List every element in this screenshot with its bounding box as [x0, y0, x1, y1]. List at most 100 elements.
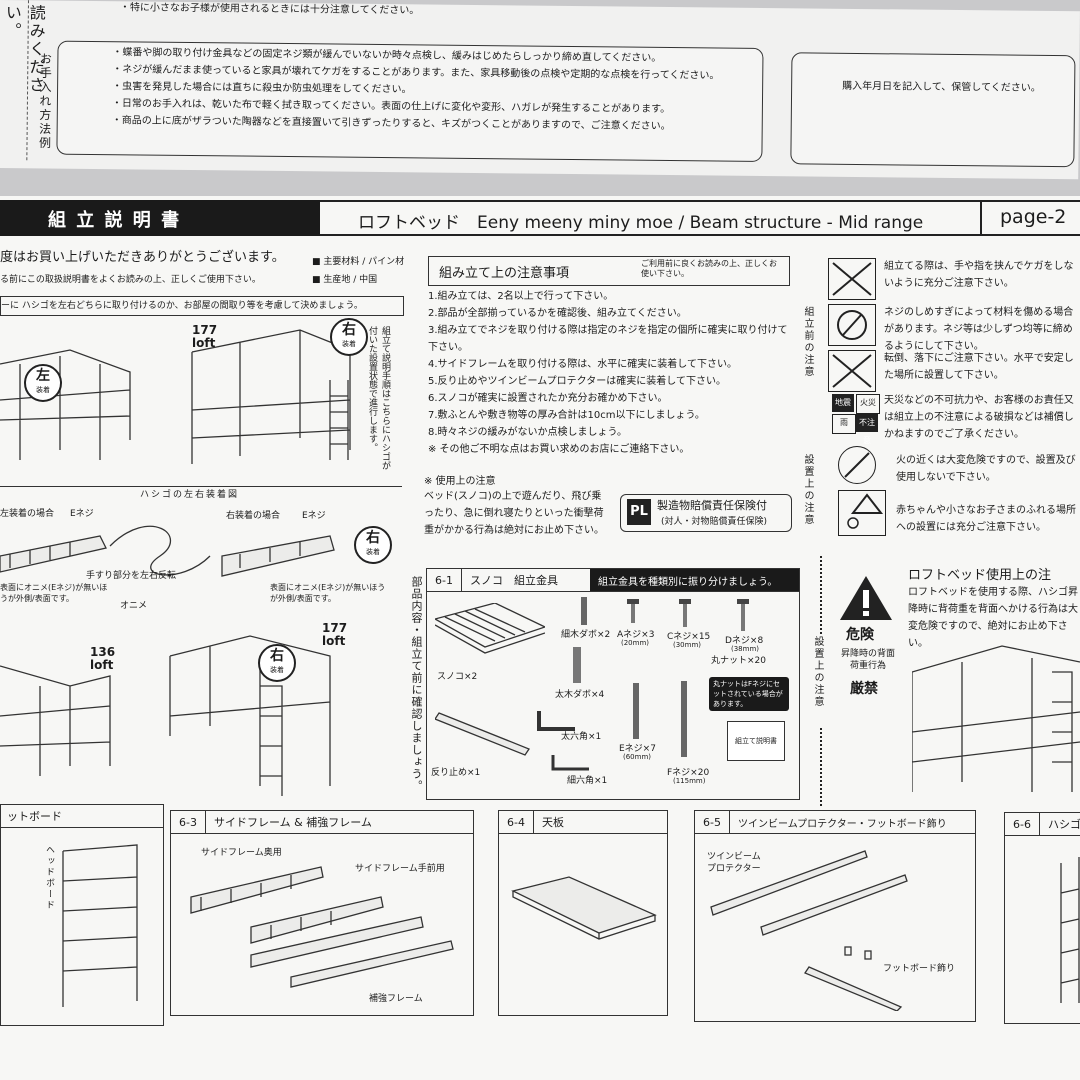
right-case-label: 右装着の場合	[226, 511, 281, 521]
e-screw-label-right: Eネジ	[302, 511, 326, 521]
warning-6: 赤ちゃんや小さなお子さまのふれる場所への設置には充分ご注意下さい。	[896, 505, 1076, 533]
e-screw-size: (60mm)	[623, 753, 652, 761]
warning-4: 天災などの不可抗力や、お客様のお責任又は組立上の不注意による破損などは補償しかね…	[884, 395, 1074, 440]
care-label: お手入れ方法例	[37, 52, 53, 151]
loft-use-text: ロフトベッドを使用する際、ハシゴ昇降時に背荷重を背面へかける行為は大変危険ですの…	[908, 587, 1078, 649]
before-assembly-vertical: 組立前の注意	[802, 306, 813, 378]
side-frame-drawing	[190, 866, 454, 988]
badge-text: 右	[342, 322, 356, 338]
badge-sub: 装着	[342, 340, 356, 348]
surface-note-right: 表面にオニメ(Eネジ)が無いほうが外側/表面です。	[270, 583, 386, 603]
a-screw-size: (20mm)	[621, 639, 650, 647]
left-case-label: 左装着の場合	[0, 509, 55, 519]
notes-subtitle: ご利用前に良くお読みの上、正しくお使い下さい。	[641, 259, 777, 278]
f-screw-label: Fネジ×20	[667, 768, 710, 778]
handrail-diagram	[0, 525, 335, 577]
side-frame-front-label: サイドフレーム手前用	[355, 864, 445, 874]
panel-num: 6-4	[499, 811, 534, 833]
sunoko-drawing	[435, 603, 545, 654]
read-first-text: る前にこの取扱説明書をよくお読みの上、正しくご使用下さい。	[0, 275, 261, 285]
pl-insurance-box: PL 製造物賠償責任保険付 (対人・対物賠償責任保険)	[620, 494, 792, 532]
c-screw-size: (30mm)	[673, 641, 702, 649]
e-screw-label: Eネジ	[70, 509, 94, 519]
notes-title-box: 組み立て上の注意事項 ご利用前に良くお読みの上、正しくお使い下さい。	[428, 256, 790, 286]
sunoko-label: スノコ×2	[437, 672, 478, 682]
note-item: 1.組み立ては、2名以上で行って下さい。	[428, 291, 614, 302]
d-screw-label: Dネジ×8	[725, 636, 764, 646]
parts-panel-header: 6-1 スノコ 組立金具 組立金具を種類別に振り分けましょう。	[427, 569, 799, 592]
pl-icon: PL	[627, 499, 651, 525]
d-screw-size: (38mm)	[731, 645, 760, 653]
panel-num: 6-6	[1005, 813, 1040, 835]
notes-list: 1.組み立ては、2名以上で行って下さい。 2.部品が全部揃っているかを確認後、組…	[428, 288, 790, 458]
twin-beam-drawing	[710, 850, 908, 1011]
note-item: ※ その他ご不明な点はお買い求めのお店にご連絡下さい。	[428, 444, 690, 455]
thin-dowel-drawing	[581, 597, 587, 625]
pl-title: 製造物賠償責任保険付	[657, 499, 767, 512]
loft-diagram-bottom	[0, 635, 331, 796]
carelessness-label: 不注意	[856, 414, 878, 445]
warning-1: 組立てる際は、手や指を挟んでケガをしないように充分ご注意下さい。	[884, 261, 1074, 289]
badge-sub: 装着	[36, 386, 50, 394]
e-screw-drawing	[633, 683, 639, 739]
fire-label: 火災	[856, 394, 880, 414]
purchase-note: 購入年月日を記入して、保管してください。	[842, 80, 1041, 94]
right-mount-badge: 右装着	[330, 318, 368, 356]
panel-title: 天板	[542, 816, 564, 829]
badge-sub: 装着	[270, 666, 284, 674]
banned-label: 厳禁	[850, 681, 878, 697]
loft-136-label: 136 loft	[90, 645, 116, 672]
loft-diagram-top	[0, 329, 351, 464]
thick-dowel-label: 太木ダボ×4	[555, 690, 605, 700]
care-box: ・蝶番や脚の取り付け金具などの固定ネジ類が緩んでいないか時々点検し、緩みはじめた…	[56, 40, 764, 162]
badge-text: 右	[366, 530, 380, 546]
warning-3: 転倒、落下にご注意下さい。水平で安定した場所に設置して下さい。	[884, 353, 1074, 381]
right-mount-badge-2: 右装着	[354, 526, 392, 564]
parts-panel: 6-1 スノコ 組立金具 組立金具を種類別に振り分けましょう。 スノコ×2 細木…	[426, 568, 800, 800]
setup-vertical-note: 組立て説明手順はこちらにハシゴが付いた設置状態で進行します。	[367, 326, 390, 470]
reinforce-frame-label: 補強フレーム	[369, 994, 423, 1004]
use-title: ※ 使用上の注意	[424, 476, 496, 487]
thin-hex-drawing	[551, 755, 589, 771]
thanks-text: 度はお買い上げいただきありがとうございます。	[0, 250, 285, 265]
panel-title: スノコ 組立金具	[470, 574, 558, 587]
f-screw-drawing	[681, 681, 687, 757]
pinch-warning-icon	[828, 258, 876, 300]
use-text: ベッド(スノコ)の上で遊んだり、飛び乗ったり、急に倒れ寝たりといった衝撃荷重がか…	[424, 491, 604, 536]
header-title-bar: 組 立 説 明 書	[0, 200, 320, 236]
ladder-lr-rule	[0, 486, 402, 487]
right-mount-badge-3: 右装着	[258, 644, 296, 682]
no-fire-icon	[838, 446, 876, 484]
child-caution-icon	[838, 490, 886, 536]
danger-label: 危険	[846, 627, 874, 643]
install-vertical-2: 設置上の注意	[810, 636, 825, 726]
page-number: page-2	[1000, 206, 1067, 228]
c-screw-drawing	[679, 599, 691, 627]
top-sheet: ・特に小さなお子様が使用されるときには十分注意してください。 読みください。 お…	[0, 0, 1080, 180]
purchase-box: 購入年月日を記入して、保管してください。	[790, 52, 1076, 168]
danger-sub: 昇降時の背面荷重行為	[840, 649, 895, 671]
thick-hex-drawing	[537, 711, 575, 731]
top-note: ・特に小さなお子様が使用されるときには十分注意してください。	[119, 2, 420, 17]
header-product-bar: ロフトベッド Eeny meeny miny moe / Beam struct…	[320, 200, 1080, 236]
badge-text: 右	[270, 648, 284, 664]
thin-hex-label: 細六角×1	[567, 776, 608, 786]
quake-label: 地震	[832, 394, 854, 412]
panel-title: ツインビームプロテクター・フットボード飾り	[738, 818, 947, 830]
footboard-deco-label: フットボード飾り	[883, 964, 956, 974]
side-frame-back-label: サイドフレーム奥用	[201, 848, 282, 858]
warp-stop-drawing	[435, 712, 530, 756]
panel-num: 6-5	[695, 811, 730, 833]
note-item: 6.スノコが確実に設置されたか充分お確かめ下さい。	[428, 393, 668, 404]
note-item: 2.部品が全部揃っているかを確認後、組み立てください。	[428, 308, 687, 319]
tipover-warning-icon	[828, 350, 876, 392]
note-item: 4.サイドフレームを取り付ける際は、水平に確実に装着して下さい。	[428, 359, 737, 370]
onime-label: オニメ	[120, 601, 148, 611]
loft-use-diagram	[912, 645, 1080, 792]
disaster-icon: 地震 火災 雨 不注意	[832, 394, 880, 445]
